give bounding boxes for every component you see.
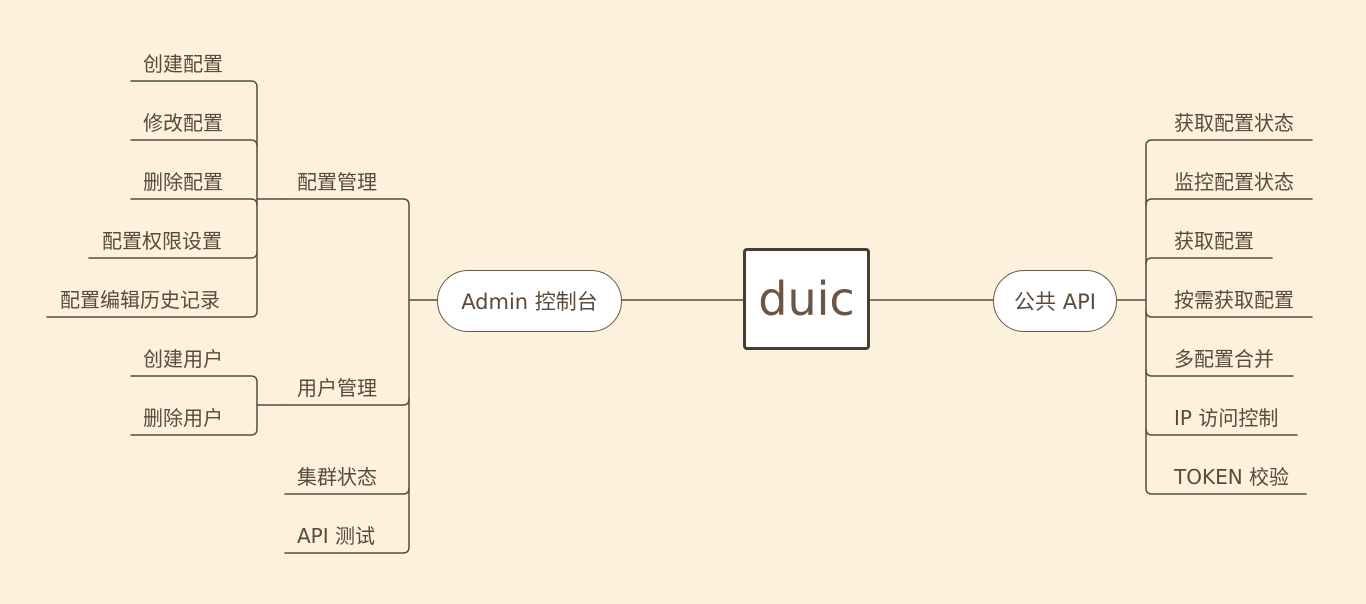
config-edit-history[interactable]: 配置编辑历史记录 <box>60 288 220 312</box>
group-user-manage[interactable]: 用户管理 <box>297 376 377 400</box>
user-delete[interactable]: 删除用户 <box>143 406 223 430</box>
admin-console-node[interactable]: Admin 控制台 <box>437 270 622 332</box>
connector-api-vertical <box>1145 139 1313 495</box>
root-node[interactable]: duic <box>743 248 870 350</box>
api-get-config-on-demand[interactable]: 按需获取配置 <box>1174 288 1294 312</box>
api-watch-config-status[interactable]: 监控配置状态 <box>1174 170 1294 194</box>
connector-admin-vertical <box>284 198 410 554</box>
config-create[interactable]: 创建配置 <box>143 52 223 76</box>
connector-api-6 <box>1145 428 1298 436</box>
connector-api-4 <box>1145 310 1313 318</box>
public-api-node[interactable]: 公共 API <box>993 270 1117 332</box>
connector-config-3 <box>130 198 258 206</box>
connector-api-2 <box>1145 198 1313 206</box>
config-modify[interactable]: 修改配置 <box>143 111 223 135</box>
group-cluster-status[interactable]: 集群状态 <box>297 465 377 489</box>
connector-admin-cluster <box>284 487 410 495</box>
connector-config-4 <box>88 251 258 259</box>
api-multi-config-merge[interactable]: 多配置合并 <box>1174 347 1274 371</box>
group-api-test[interactable]: API 测试 <box>297 524 375 548</box>
user-create[interactable]: 创建用户 <box>143 347 223 371</box>
config-permission[interactable]: 配置权限设置 <box>102 229 222 253</box>
config-delete[interactable]: 删除配置 <box>143 170 223 194</box>
api-ip-access-control[interactable]: IP 访问控制 <box>1174 406 1279 430</box>
api-get-config[interactable]: 获取配置 <box>1174 229 1254 253</box>
connector-api-5 <box>1145 369 1294 377</box>
connector-admin-user <box>284 398 410 406</box>
connector-user-vertical <box>130 375 258 436</box>
connector-config-2 <box>130 139 258 147</box>
api-get-config-status[interactable]: 获取配置状态 <box>1174 111 1294 135</box>
connector-api-3 <box>1145 257 1273 265</box>
api-token-verify[interactable]: TOKEN 校验 <box>1174 465 1290 489</box>
connector-config-vertical <box>46 80 258 318</box>
group-config-manage[interactable]: 配置管理 <box>297 170 377 194</box>
